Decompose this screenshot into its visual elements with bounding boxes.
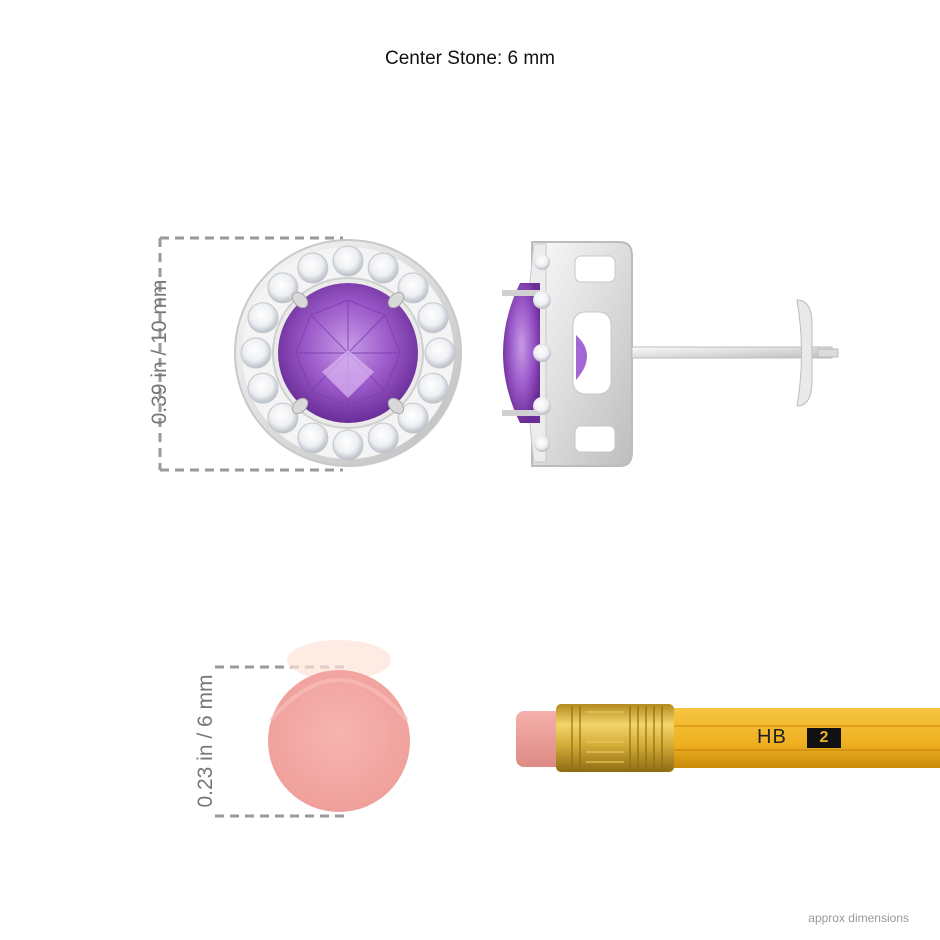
halo-diamonds: [240, 245, 456, 461]
halo-diamond: [297, 422, 329, 454]
pencil: [516, 704, 940, 772]
halo-diamond: [332, 245, 364, 277]
halo-diamond: [247, 302, 279, 334]
earring-dimension-bracket: [158, 236, 343, 472]
earring-side-view: [502, 241, 839, 467]
halo-diamond: [267, 402, 299, 434]
eraser-reference: [268, 640, 410, 812]
earring-dimension-label: 0.39 in / 10 mm: [148, 279, 171, 425]
pencil-grade-label: HB: [757, 726, 787, 748]
halo-diamond: [424, 337, 456, 369]
halo-diamond: [417, 302, 449, 334]
halo-diamond: [417, 372, 449, 404]
pencil-number-label: 2: [819, 729, 829, 746]
stone-dimension-label: 0.23 in / 6 mm: [194, 674, 217, 808]
halo-diamond: [332, 429, 364, 461]
halo-diamond: [247, 372, 279, 404]
halo-diamond: [367, 252, 399, 284]
halo-diamond: [367, 422, 399, 454]
halo-diamond: [397, 402, 429, 434]
halo-diamond: [267, 272, 299, 304]
halo-diamond: [297, 252, 329, 284]
halo-diamond: [240, 337, 272, 369]
halo-diamond: [397, 272, 429, 304]
page-title: Center Stone: 6 mm: [384, 48, 556, 69]
earring-front-view: [234, 239, 462, 467]
approx-dimensions-note: approx dimensions: [808, 911, 909, 925]
